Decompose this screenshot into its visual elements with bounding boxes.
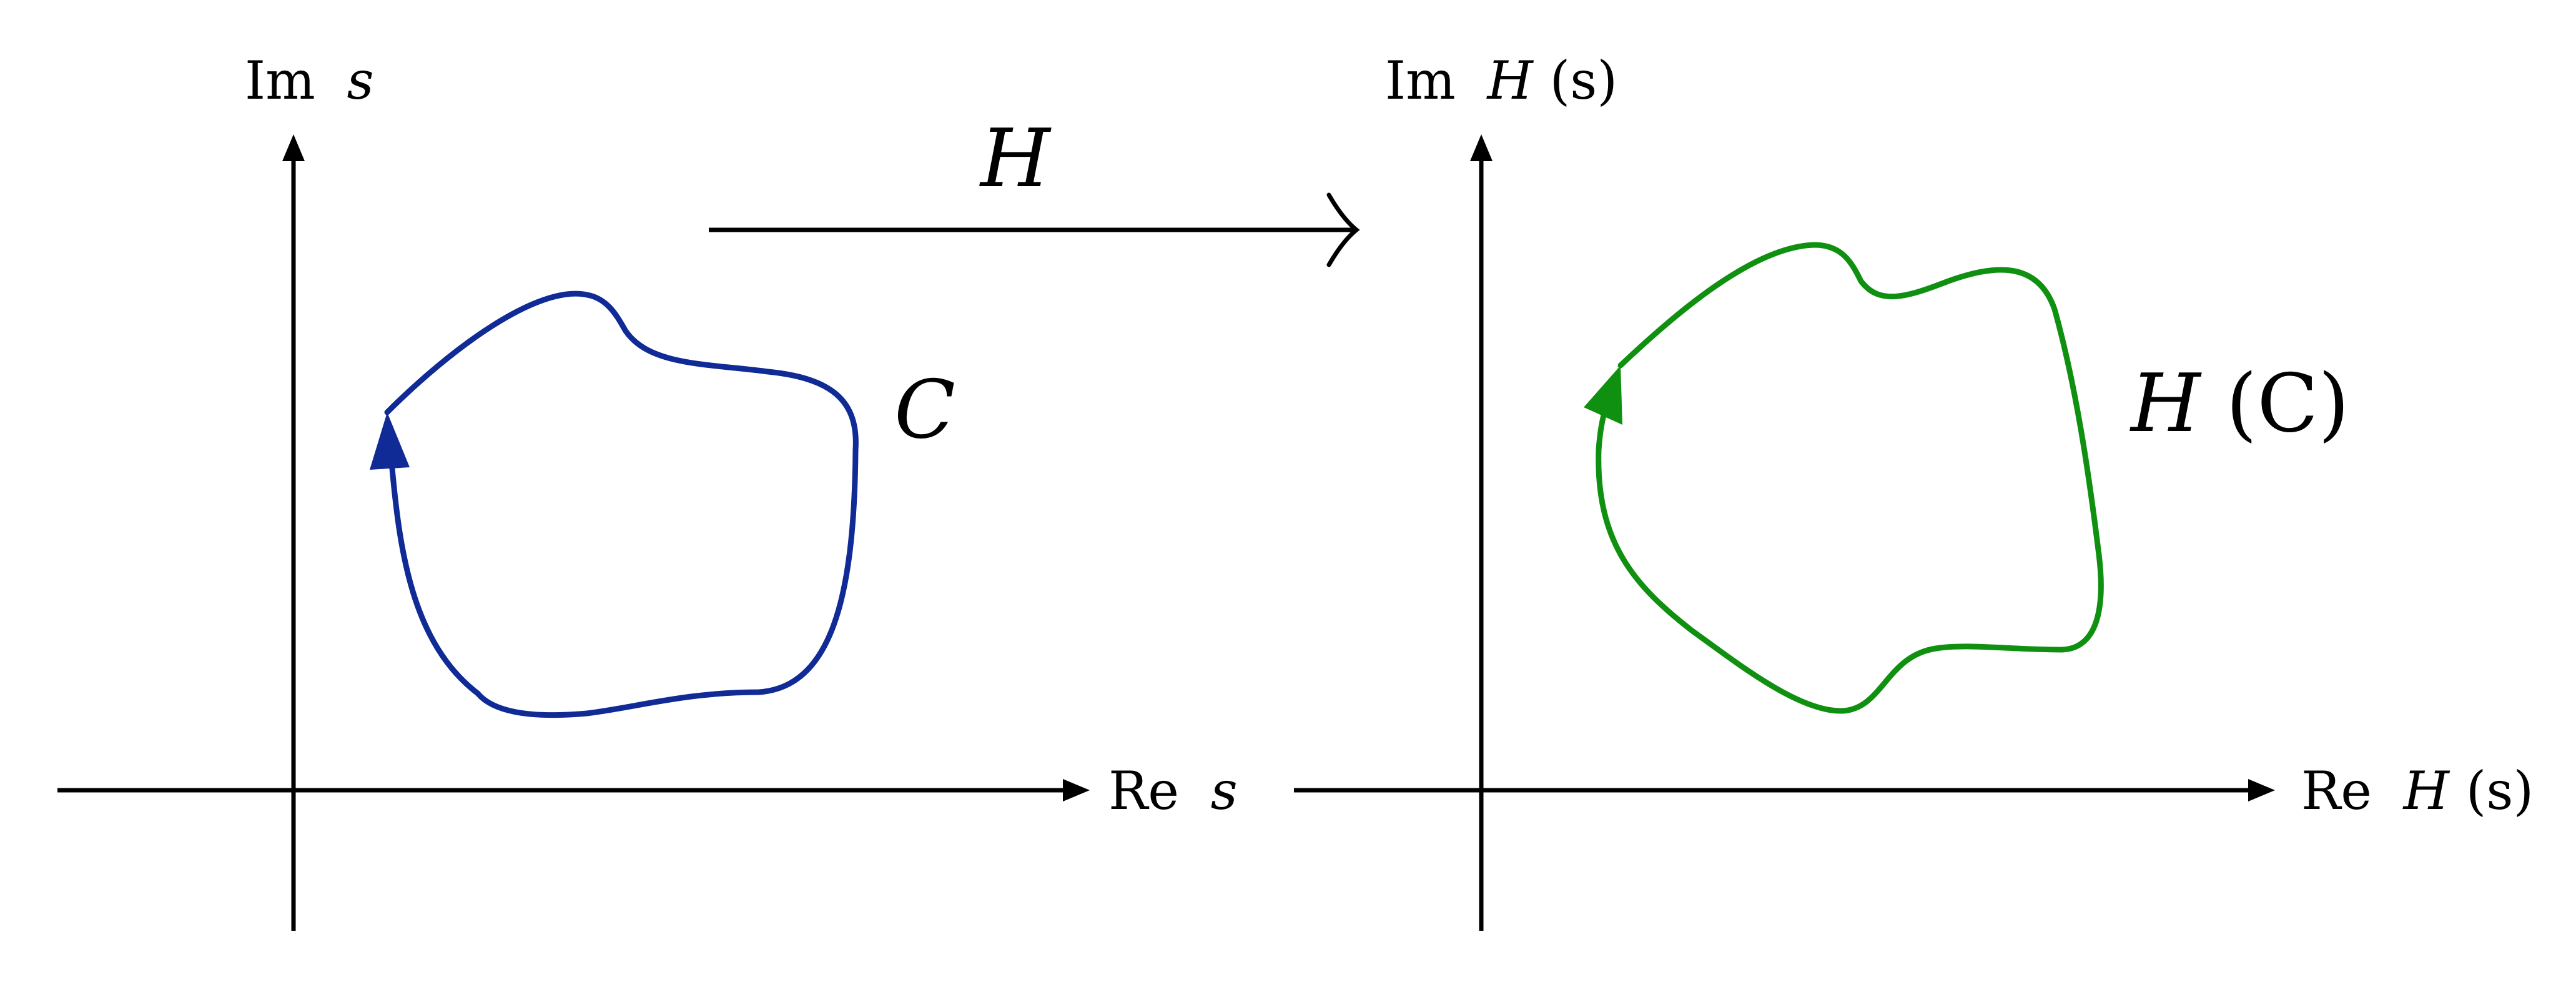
right-plane: Im H (s) Re H (s) H (C) <box>1294 50 2534 931</box>
mapping-arrow-head <box>1326 192 1360 267</box>
left-x-axis-arrowhead <box>1063 779 1090 801</box>
contour-hc-label: H (C) <box>2129 357 2349 450</box>
left-y-axis-prefix: Im <box>245 50 315 111</box>
left-y-axis-variable: s <box>347 50 374 111</box>
left-x-axis-prefix: Re <box>1108 760 1179 821</box>
right-y-axis-label: Im H (s) <box>1385 50 1617 111</box>
left-y-axis-arrowhead <box>282 134 305 161</box>
contour-hc-argument: (C) <box>2226 357 2349 450</box>
mapping-label: H <box>979 112 1052 206</box>
left-plane: Im s Re s C <box>57 50 1238 931</box>
right-y-axis-arrowhead <box>1470 134 1493 161</box>
right-x-axis-argument: (s) <box>2466 760 2534 821</box>
contour-c-arrowhead <box>370 412 410 470</box>
contour-hc-arrowhead <box>1584 365 1622 425</box>
right-x-axis-label: Re H (s) <box>2301 760 2534 821</box>
right-y-axis-prefix: Im <box>1385 50 1456 111</box>
contour-c <box>384 290 859 718</box>
right-x-axis-arrowhead <box>2248 779 2275 801</box>
right-y-axis-variable: H <box>1486 50 1534 111</box>
left-x-axis-label: Re s <box>1108 760 1238 821</box>
contour-hc-function: H <box>2129 357 2202 450</box>
contour-c-label: C <box>894 364 955 457</box>
mapping-arrow: H <box>709 112 1360 267</box>
right-x-axis-prefix: Re <box>2301 760 2372 821</box>
right-y-axis-argument: (s) <box>1550 50 1618 111</box>
contour-hc <box>1596 242 2104 714</box>
left-y-axis-label: Im s <box>245 50 374 111</box>
right-x-axis-variable: H <box>2402 760 2450 821</box>
left-x-axis-variable: s <box>1211 760 1238 821</box>
